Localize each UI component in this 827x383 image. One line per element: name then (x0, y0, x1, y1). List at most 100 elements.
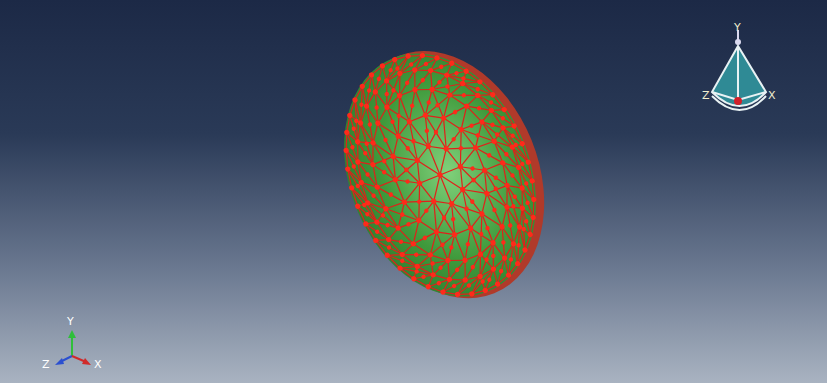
mesh-node (364, 141, 370, 147)
mesh-node (474, 92, 481, 99)
mesh-node (416, 199, 422, 205)
mesh-node (414, 269, 420, 275)
mesh-node (472, 144, 479, 151)
mesh-node (513, 142, 519, 148)
mesh-node (351, 126, 357, 132)
mesh-node (430, 271, 437, 278)
mesh-node (500, 115, 506, 121)
mesh-edge (479, 269, 500, 290)
mesh-node (448, 60, 455, 67)
mesh-node (362, 221, 369, 228)
mesh-node (426, 100, 432, 106)
mesh-edge (429, 204, 459, 232)
mesh-node (519, 161, 525, 167)
mesh-node (459, 186, 466, 193)
mesh-edge (461, 121, 482, 130)
mesh-edge (484, 243, 502, 269)
mesh-node (499, 160, 506, 167)
mesh-node (438, 265, 444, 271)
mesh-edge (481, 214, 493, 243)
mesh-node (391, 88, 397, 94)
mesh-node (470, 264, 476, 270)
mesh-edge (346, 150, 361, 184)
mesh-node (494, 281, 501, 288)
mesh-node (384, 252, 391, 259)
mesh-node (372, 89, 379, 96)
mesh-node (374, 229, 380, 235)
mesh-edge (420, 175, 440, 183)
mesh-node (508, 257, 514, 263)
mesh-edge (436, 232, 448, 261)
mesh-node (419, 52, 426, 59)
mesh-node (368, 71, 375, 78)
mesh-node (512, 194, 518, 200)
mesh-node (399, 212, 405, 218)
mesh-node (461, 76, 467, 82)
mesh-node (445, 257, 452, 264)
mesh-node (391, 56, 398, 63)
mesh-edge (392, 161, 421, 180)
mesh-edge (366, 218, 389, 245)
mesh-node (416, 180, 423, 187)
mesh-node (463, 103, 470, 110)
mesh-node (489, 91, 496, 98)
mesh-node (451, 136, 457, 142)
mesh-node (452, 109, 458, 115)
mesh-node (344, 166, 351, 173)
mesh-node (437, 172, 444, 179)
mesh-edge (367, 92, 387, 123)
mesh-edge (507, 181, 522, 193)
mesh-edge (393, 70, 422, 96)
mesh-node (469, 123, 475, 129)
mesh-edge (455, 276, 484, 294)
mesh-node (346, 112, 353, 119)
mesh-node (390, 153, 397, 160)
view-cube (712, 30, 766, 110)
mesh-node (366, 88, 372, 94)
mesh-node (382, 205, 389, 212)
mesh-node (523, 218, 529, 224)
mesh-node (488, 100, 494, 106)
mesh-node (409, 103, 415, 109)
mesh-edge (348, 86, 375, 123)
mesh-node (415, 217, 422, 224)
mesh-edge (377, 180, 395, 187)
mesh-node (412, 86, 419, 93)
mesh-node (525, 200, 531, 206)
mesh-node (463, 68, 470, 75)
mesh-node (510, 240, 517, 247)
mesh-node (484, 257, 490, 263)
mesh-node (440, 242, 446, 248)
mesh-edge (440, 175, 452, 204)
mesh-edge (387, 246, 417, 275)
triad-axis-label: Y (67, 316, 74, 328)
mesh-edge (398, 220, 419, 229)
mesh-node (490, 253, 496, 259)
mesh-edge (455, 228, 481, 260)
mesh-edge (373, 140, 395, 182)
mesh-node (414, 157, 421, 164)
mesh-node (343, 129, 350, 136)
view-cube-axis-label: Z (702, 90, 710, 102)
mesh-edge (515, 188, 529, 208)
mesh-edge (356, 75, 381, 106)
mesh-node (475, 86, 481, 92)
mesh-node (379, 62, 386, 69)
mesh-edge (377, 187, 386, 209)
mesh-edge (404, 192, 433, 212)
mesh-edge (402, 245, 430, 265)
mesh-edge (446, 138, 475, 158)
mesh-node (462, 277, 469, 284)
mesh-edge (399, 96, 410, 122)
mesh-edge (458, 254, 487, 280)
mesh-node (392, 176, 399, 183)
mesh-node (461, 92, 467, 98)
mesh-node (450, 216, 456, 222)
mesh-node (370, 139, 377, 146)
mesh-edge (494, 141, 503, 163)
mesh-edge (432, 149, 455, 175)
mesh-node (427, 252, 434, 259)
mesh-edge (440, 167, 460, 175)
mesh-node (459, 80, 466, 87)
mesh-node (485, 225, 491, 231)
